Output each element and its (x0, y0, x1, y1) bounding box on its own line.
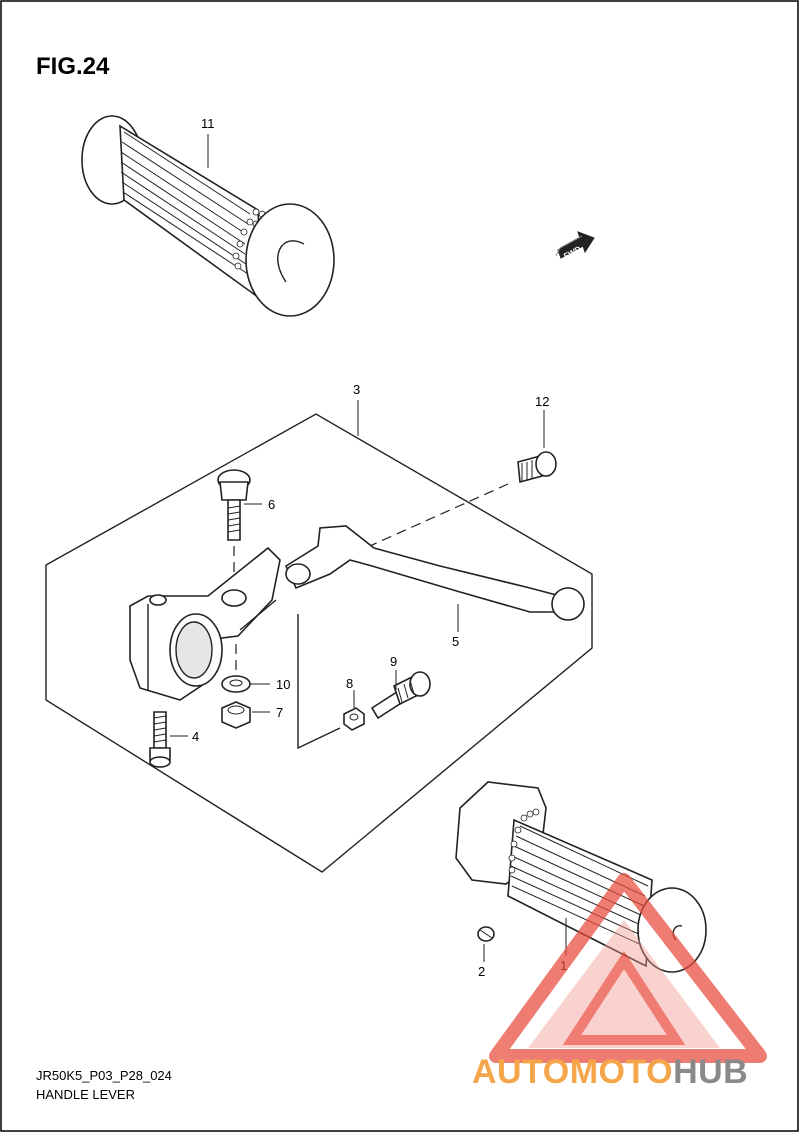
part-7-nut (221, 701, 251, 729)
part-10-nut (343, 707, 365, 731)
callout-5: 5 (452, 634, 459, 649)
part-8-washer (221, 675, 251, 693)
part-2-plug (477, 926, 495, 942)
callout-9: 9 (390, 654, 397, 669)
callout-8: 10 (276, 677, 290, 692)
callout-3: 3 (353, 382, 360, 397)
lever-bracket (129, 546, 281, 701)
part-12-screw (517, 451, 557, 484)
figure-title: FIG.24 (36, 53, 110, 80)
callout-6: 6 (268, 497, 275, 512)
watermark-text: AUTOMOTOHUB (472, 1053, 748, 1091)
callout-11: 11 (201, 116, 215, 131)
part-11-left-grip (81, 115, 335, 317)
fwd-arrow-icon: FWD (555, 231, 595, 261)
callout-4: 4 (192, 729, 199, 744)
assembly-outline-3 (45, 413, 593, 873)
callout-12: 12 (535, 394, 549, 409)
figure-caption: HANDLE LEVER (36, 1087, 135, 1102)
callout-2: 2 (478, 964, 485, 979)
part-5-brake-lever (284, 525, 585, 621)
watermark-orange: AUTOMOTO (472, 1053, 673, 1091)
callout-7: 7 (276, 705, 283, 720)
model-code: JR50K5_P03_P28_024 (36, 1068, 172, 1083)
part-9-adjuster-bolt (370, 671, 431, 720)
callout-10: 8 (346, 676, 353, 691)
watermark-gray: HUB (673, 1053, 748, 1091)
warning-triangle-logo (489, 873, 767, 1063)
part-6-pivot-bolt (217, 469, 251, 541)
part-4-bolt (149, 711, 171, 768)
